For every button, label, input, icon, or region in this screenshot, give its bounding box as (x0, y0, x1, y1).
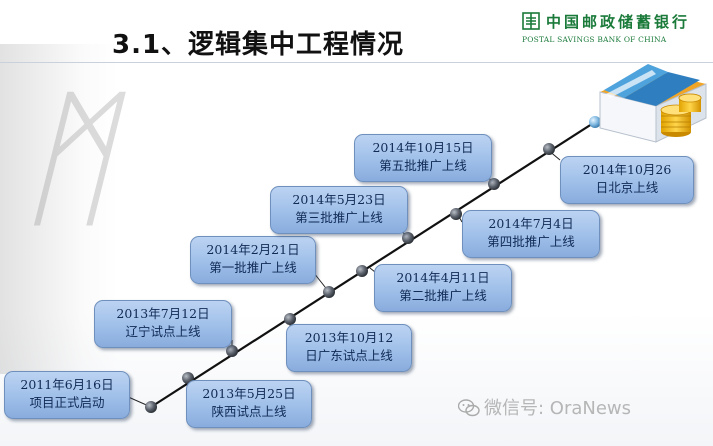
milestone-date: 2013年5月25日 (202, 386, 296, 401)
timeline-nodes (145, 116, 601, 413)
milestone-date: 2011年6月16日 (20, 377, 114, 392)
title-divider (0, 62, 713, 63)
timeline-node (450, 208, 462, 220)
timeline-node (226, 345, 238, 357)
timeline-node (356, 265, 368, 277)
timeline-node (488, 178, 500, 190)
logo-english-name: POSTAL SAVINGS BANK OF CHINA (522, 35, 667, 44)
milestone-date: 2014年10月15日 (372, 140, 474, 155)
logo-chinese-name: 中国邮政储蓄银行 (546, 13, 691, 31)
milestone-box: 2011年6月16日 项目正式启动 (4, 371, 130, 419)
milestone-box: 2014年10月15日 第五批推广上线 (354, 134, 492, 182)
milestone-text: 项目正式启动 (29, 395, 105, 410)
timeline-end-node (589, 116, 601, 128)
timeline-axis (150, 121, 596, 408)
wechat-watermark: 微信号: OraNews (458, 394, 631, 420)
milestone-date: 2014年2月21日 (206, 242, 300, 257)
milestone-text: 日广东试点上线 (305, 348, 393, 363)
slide-title: 3.1、逻辑集中工程情况 (112, 30, 405, 60)
bank-logo: 中国邮政储蓄银行 POSTAL SAVINGS BANK OF CHINA (522, 10, 708, 50)
milestone-text: 第二批推广上线 (399, 288, 487, 303)
decorative-brush-strip: ᛗ (0, 44, 118, 374)
timeline-node (145, 401, 157, 413)
milestone-box: 2013年5月25日 陕西试点上线 (186, 380, 312, 428)
milestone-date: 2014年7月4日 (488, 216, 574, 231)
wechat-icon (458, 399, 480, 417)
milestone-box: 2013年7月12日 辽宁试点上线 (94, 300, 232, 348)
milestone-text: 陕西试点上线 (211, 404, 287, 419)
milestone-date: 2013年10月12 (304, 330, 394, 345)
milestone-text: 辽宁试点上线 (125, 324, 201, 339)
milestone-date: 2013年7月12日 (116, 306, 210, 321)
decorative-brush-glyph: ᛗ (22, 72, 113, 246)
house-coins-illustration (599, 64, 707, 143)
milestone-date: 2014年5月23日 (292, 192, 386, 207)
milestone-text: 第三批推广上线 (295, 210, 383, 225)
milestone-text: 第五批推广上线 (379, 158, 467, 173)
milestone-box: 2014年2月21日 第一批推广上线 (190, 236, 316, 284)
milestone-box: 2014年10月26 日北京上线 (560, 156, 694, 204)
milestone-box: 2014年7月4日 第四批推广上线 (462, 210, 600, 258)
timeline-node (402, 232, 414, 244)
milestone-box: 2013年10月12 日广东试点上线 (286, 324, 412, 372)
timeline-node (543, 143, 555, 155)
watermark-text: 微信号: OraNews (484, 398, 632, 419)
timeline-node (284, 313, 296, 325)
milestone-box: 2014年4月11日 第二批推广上线 (374, 264, 512, 312)
coin-stack (660, 93, 702, 137)
milestone-text: 第四批推广上线 (487, 234, 575, 249)
timeline-node (323, 286, 335, 298)
milestone-box: 2014年5月23日 第三批推广上线 (270, 186, 408, 234)
milestone-date: 2014年10月26 (582, 162, 672, 177)
milestone-date: 2014年4月11日 (396, 270, 490, 285)
postal-logo-icon (522, 12, 540, 30)
milestone-text: 日北京上线 (595, 180, 659, 195)
milestone-text: 第一批推广上线 (209, 260, 297, 275)
